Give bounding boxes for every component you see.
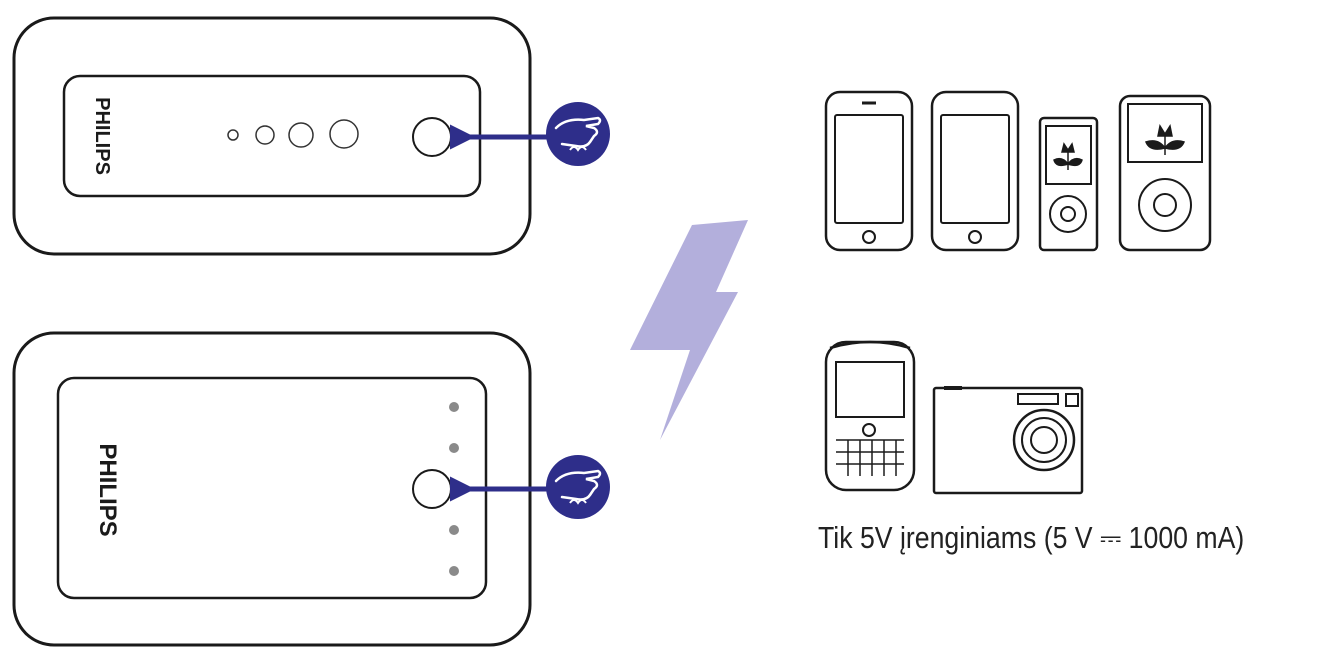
lightning-bolt-icon <box>630 220 748 440</box>
hand-press-icon <box>546 102 610 166</box>
media-player-nano-icon <box>1038 116 1099 252</box>
media-player-classic-icon <box>1118 94 1212 252</box>
led-indicators-bottom <box>449 402 459 576</box>
smartphone-icon <box>930 90 1020 252</box>
powerbank-top: PHILIPS <box>12 16 532 256</box>
hand-press-icon <box>546 455 610 519</box>
power-button-top[interactable] <box>412 117 452 157</box>
camera-icon <box>932 386 1084 495</box>
led-indicators-top <box>227 119 359 149</box>
feature-phone-icon <box>824 340 916 492</box>
brand-logo-bottom: PHILIPS <box>94 443 121 536</box>
powerbank-bottom: PHILIPS <box>12 331 532 647</box>
smartphone-icon <box>824 90 914 252</box>
voltage-caption: Tik 5V įrenginiams (5 V ⎓ 1000 mA) <box>818 520 1245 555</box>
brand-logo-top: PHILIPS <box>91 97 113 175</box>
power-button-bottom[interactable] <box>412 469 452 509</box>
